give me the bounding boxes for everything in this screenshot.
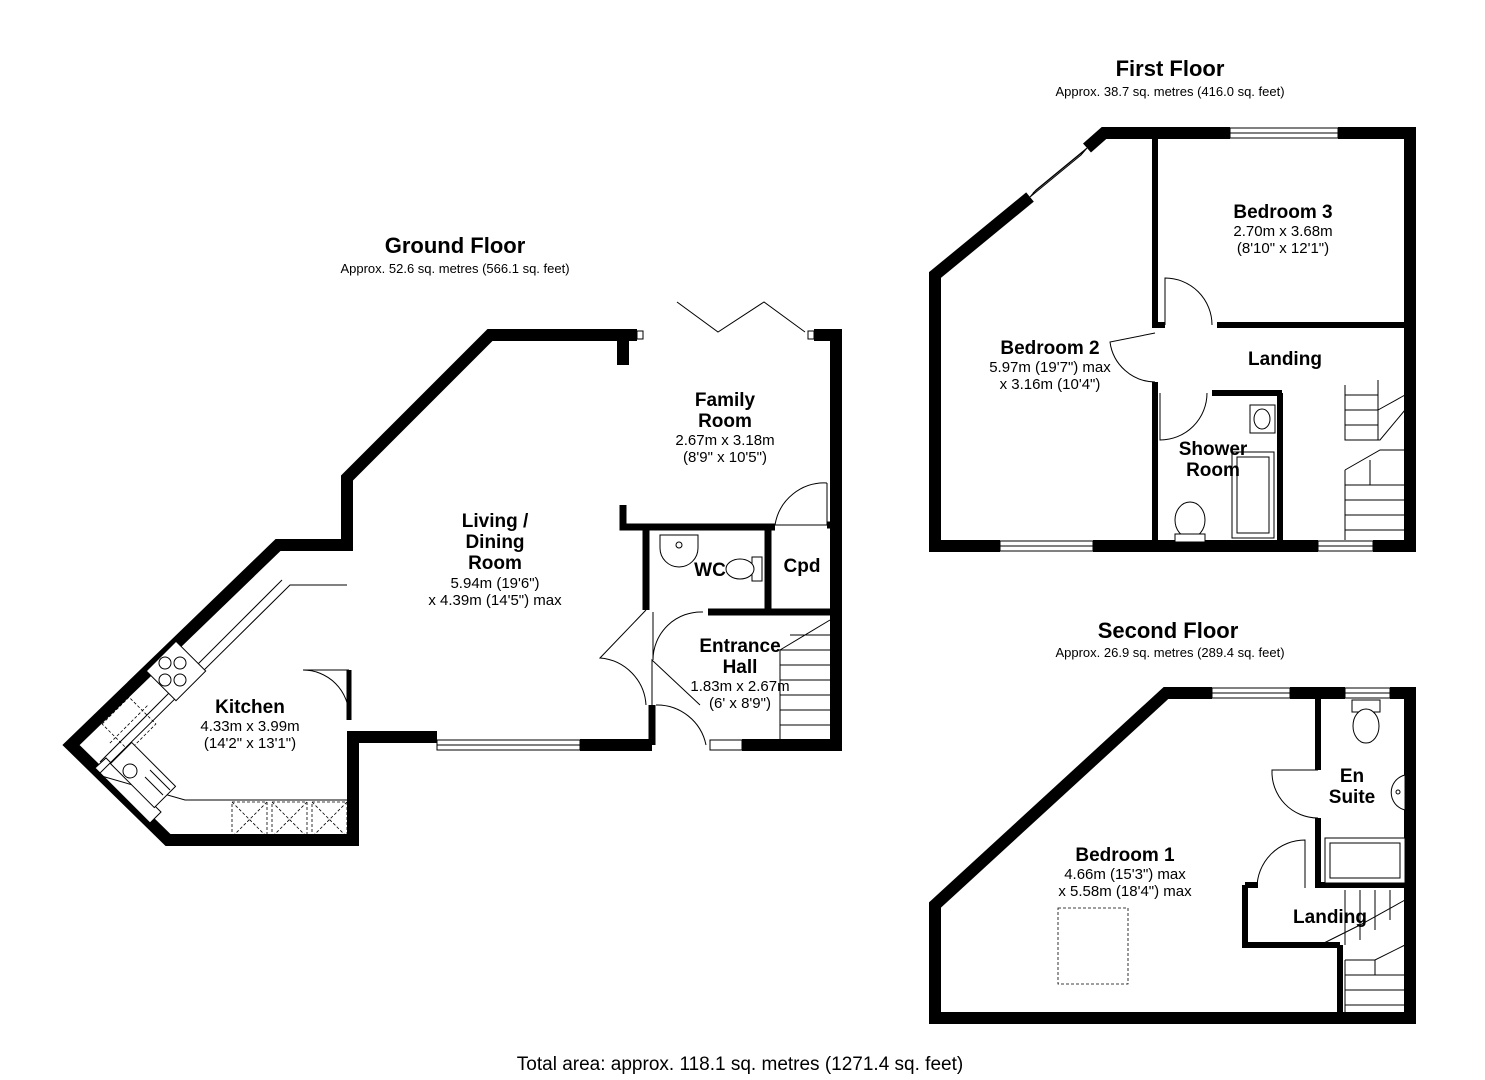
ensuite-fixtures	[1324, 699, 1406, 884]
ensuite-name-1: En	[1339, 766, 1365, 787]
first-floor-outer-wall-east	[1338, 127, 1416, 552]
hall-name-2: Hall	[722, 657, 758, 678]
front-door	[655, 704, 707, 746]
living-room-name-2: Dining	[465, 532, 525, 553]
hall-window	[709, 739, 743, 751]
kitchen-dim-2: (14'2" x 13'1")	[203, 735, 297, 752]
ground-floor-area: Approx. 52.6 sq. metres (566.1 sq. feet)	[340, 261, 570, 276]
wc-door	[652, 611, 704, 661]
hall-dim-2: (6' x 8'9")	[709, 695, 771, 712]
shower-room-fixtures	[1174, 404, 1276, 543]
ensuite-name-2: Suite	[1328, 787, 1376, 808]
bed1-name: Bedroom 1	[1075, 845, 1175, 866]
bed1-dim-1: 4.66m (15'3") max	[1064, 866, 1186, 883]
first-floor-stairs	[1344, 380, 1406, 540]
bed3-name: Bedroom 3	[1233, 202, 1333, 223]
second-floor-stairs	[1319, 890, 1406, 1012]
ensuite-door	[1271, 769, 1319, 819]
bed3-door	[1164, 277, 1213, 326]
shower-room-name-1: Shower	[1178, 439, 1248, 460]
kitchen-name: Kitchen	[215, 697, 285, 718]
second-floor-outer-wall	[929, 687, 1416, 1024]
ground-floor-plan	[62, 301, 842, 846]
first-floor-outer-wall	[1083, 127, 1230, 153]
bed2-dim-2: x 3.16m (10'4")	[999, 376, 1101, 393]
family-room-dim-2: (8'9" x 10'5")	[683, 449, 767, 466]
bed3-dim-2: (8'10" x 12'1")	[1236, 240, 1330, 257]
first-floor-title: First Floor	[1115, 56, 1225, 81]
skylight	[1057, 907, 1129, 985]
total-area: Total area: approx. 118.1 sq. metres (12…	[516, 1054, 964, 1075]
wc-wall	[619, 505, 775, 531]
living-room-dim-1: 5.94m (19'6")	[450, 575, 540, 592]
wc-name: WC	[694, 560, 726, 581]
ground-floor-outer-wall-east	[742, 329, 842, 751]
bed3-dim-1: 2.70m x 3.68m	[1233, 223, 1333, 240]
hall-stairs	[779, 619, 831, 740]
hall-name-1: Entrance	[699, 636, 781, 657]
bed2-door	[1109, 332, 1156, 383]
shower-room-name-2: Room	[1186, 460, 1240, 481]
bed2-dim-1: 5.97m (19'7") max	[989, 359, 1111, 376]
bed2-name: Bedroom 2	[1000, 338, 1100, 359]
living-room-dim-2: x 4.39m (14'5") max	[428, 592, 562, 609]
cpd-door	[774, 482, 828, 526]
second-landing-name: Landing	[1293, 907, 1367, 928]
living-room-name-1: Living /	[461, 511, 529, 532]
second-floor-title: Second Floor	[1097, 618, 1239, 643]
kitchen-window	[94, 757, 162, 824]
first-floor-area: Approx. 38.7 sq. metres (416.0 sq. feet)	[1055, 84, 1285, 99]
kitchen-door	[302, 669, 350, 717]
hall-living-door	[598, 609, 647, 706]
first-floor-plan	[929, 127, 1416, 552]
wc-fixtures	[659, 534, 763, 582]
hall-dim-1: 1.83m x 2.67m	[690, 678, 790, 695]
cpd-name: Cpd	[783, 556, 821, 577]
hall-door-swing	[651, 658, 701, 706]
first-landing-name: Landing	[1248, 349, 1322, 370]
first-floor-outer-wall-west	[929, 192, 1034, 552]
second-floor-area: Approx. 26.9 sq. metres (289.4 sq. feet)	[1055, 645, 1285, 660]
shower-door	[1159, 392, 1208, 441]
second-floor-plan	[929, 687, 1416, 1024]
bed1-dim-2: x 5.58m (18'4") max	[1058, 883, 1192, 900]
bifold-door	[676, 301, 806, 333]
family-room-name-1: Family	[694, 390, 756, 411]
kitchen-dim-1: 4.33m x 3.99m	[200, 718, 300, 735]
family-room-name-2: Room	[698, 411, 752, 432]
living-room-name-3: Room	[468, 553, 522, 574]
family-room-dim-1: 2.67m x 3.18m	[675, 432, 775, 449]
ground-floor-title: Ground Floor	[384, 233, 526, 258]
bed1-door	[1256, 839, 1306, 889]
kitchen-fittings	[97, 579, 348, 838]
